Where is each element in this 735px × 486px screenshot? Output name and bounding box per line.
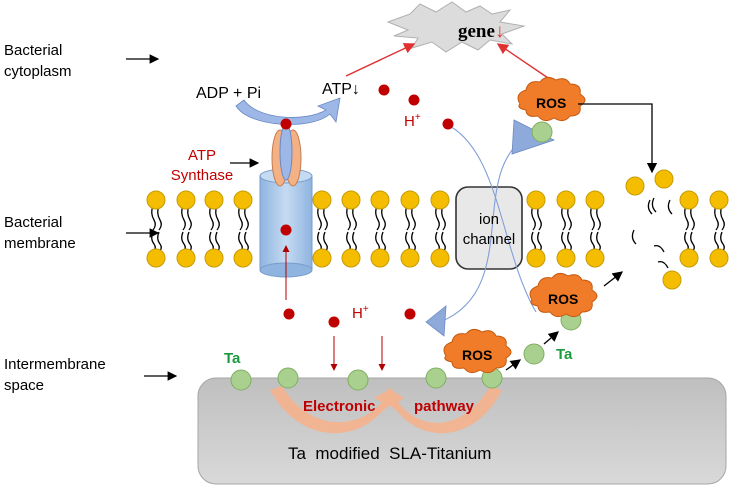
atp-synthase-label-line1: ATP xyxy=(187,147,217,164)
cytoplasm-label-line2: cytoplasm xyxy=(4,63,72,80)
lipid-head xyxy=(679,248,699,268)
ta-ros-arrow xyxy=(505,359,522,371)
lipid-pair-6 xyxy=(341,190,361,268)
lipid-pair-5 xyxy=(312,190,332,268)
h-plus-bottom-text: H xyxy=(352,305,363,322)
atp-synthase xyxy=(271,123,302,187)
lipid-head xyxy=(526,248,546,268)
lipid-head xyxy=(430,190,450,210)
intermembrane-label-line2: space xyxy=(4,377,45,394)
ta-sla-titanium-substrate xyxy=(197,377,727,485)
return-path-curve xyxy=(439,139,523,323)
electronic-pathway-right xyxy=(384,386,502,434)
membrane-label-line2: membrane xyxy=(4,235,76,252)
ion-channel xyxy=(455,186,523,270)
lipid-pair-13 xyxy=(679,190,699,268)
lipid-pair-14 xyxy=(709,190,729,268)
lipid-head xyxy=(370,190,390,210)
lipid-pair-11 xyxy=(556,190,576,268)
lipid-head xyxy=(679,190,699,210)
adp-atp-conversion-arrow xyxy=(235,97,341,125)
ion-channel-label-line1: ion xyxy=(478,211,500,228)
protons xyxy=(280,84,454,328)
h-plus-bottom-sup: + xyxy=(362,304,369,315)
damaged-membrane xyxy=(625,169,682,290)
cytoplasm-label: Bacterial cytoplasm xyxy=(4,40,72,82)
lipid-head xyxy=(176,190,196,210)
lipid-head xyxy=(526,190,546,210)
electronic-label: Electronic xyxy=(303,398,376,415)
atp-synthase-label: ATP Synthase xyxy=(164,146,240,186)
ros-cloud-top xyxy=(517,76,586,122)
membrane-label-line1: Bacterial xyxy=(4,214,63,231)
lipid-head xyxy=(312,190,332,210)
ta-label-right: Ta xyxy=(556,346,573,363)
lipid-pair-12 xyxy=(585,190,605,268)
lipid-head xyxy=(233,248,253,268)
ta-label-left: Ta xyxy=(224,350,241,367)
h-plus-top-sup: + xyxy=(414,112,421,123)
lipid-pair-7 xyxy=(370,190,390,268)
lipid-pair-10 xyxy=(526,190,546,268)
lipid-head xyxy=(400,190,420,210)
ros-damage-arrow xyxy=(578,103,658,174)
ros-label-top: ROS xyxy=(536,95,567,111)
lower-triangle xyxy=(425,305,447,337)
lipid-pair-3 xyxy=(204,190,224,268)
ros-cloud-mid xyxy=(529,272,598,318)
ros-label-mid: ROS xyxy=(548,291,579,307)
intermembrane-label: Intermembrane space xyxy=(4,354,106,396)
lipid-head xyxy=(341,248,361,268)
ros-cloud-bottom xyxy=(443,328,512,374)
proton-path-curve xyxy=(445,123,537,313)
ion-channel-label-line2: channel xyxy=(462,231,516,248)
h-plus-label-top: H+ xyxy=(404,112,421,130)
electronic-pathway-left xyxy=(270,386,396,434)
lipid-head xyxy=(146,248,166,268)
membrane-label: Bacterial membrane xyxy=(4,212,76,254)
h-plus-top-text: H xyxy=(404,113,415,130)
lipid-head xyxy=(556,248,576,268)
atp-label: ATP↓ xyxy=(322,81,360,98)
lipid-pair-4 xyxy=(233,190,253,268)
substrate-label: Ta modified SLA-Titanium xyxy=(288,444,492,463)
lipid-head xyxy=(585,248,605,268)
lipid-head xyxy=(176,248,196,268)
ion-channel-label: ion channel xyxy=(460,210,518,250)
atp-synthase-label-line2: Synthase xyxy=(170,167,234,184)
lipid-head xyxy=(709,248,729,268)
ros-to-gene-arrow xyxy=(496,43,555,83)
lipid-head xyxy=(204,190,224,210)
lipid-head xyxy=(556,190,576,210)
lipid-head xyxy=(709,190,729,210)
lipid-pair-8 xyxy=(400,190,420,268)
lipid-pair-2 xyxy=(176,190,196,268)
lipid-pair-1 xyxy=(146,190,166,268)
lipid-head xyxy=(146,190,166,210)
lipid-bilayer xyxy=(146,190,729,268)
atp-to-gene-arrow xyxy=(345,43,416,77)
lipid-head xyxy=(233,190,253,210)
cytoplasm-label-line1: Bacterial xyxy=(4,42,63,59)
adp-pi-label: ADP + Pi xyxy=(196,85,262,102)
lipid-head xyxy=(430,248,450,268)
ros-mid-arrow xyxy=(603,271,624,287)
lipid-head xyxy=(312,248,332,268)
ta-particles xyxy=(230,121,582,391)
gene-label: gene↓ xyxy=(458,21,504,42)
lipid-head xyxy=(400,248,420,268)
pathway-label: pathway xyxy=(414,398,475,415)
lipid-head xyxy=(585,190,605,210)
ta-chain-arrow xyxy=(543,331,559,345)
lipid-head xyxy=(370,248,390,268)
lipid-head xyxy=(341,190,361,210)
h-plus-label-bottom: H+ xyxy=(352,304,369,322)
lipid-pair-9 xyxy=(430,190,450,268)
intermembrane-label-line1: Intermembrane xyxy=(4,356,106,373)
lipid-head xyxy=(204,248,224,268)
ros-label-bottom: ROS xyxy=(462,347,493,363)
